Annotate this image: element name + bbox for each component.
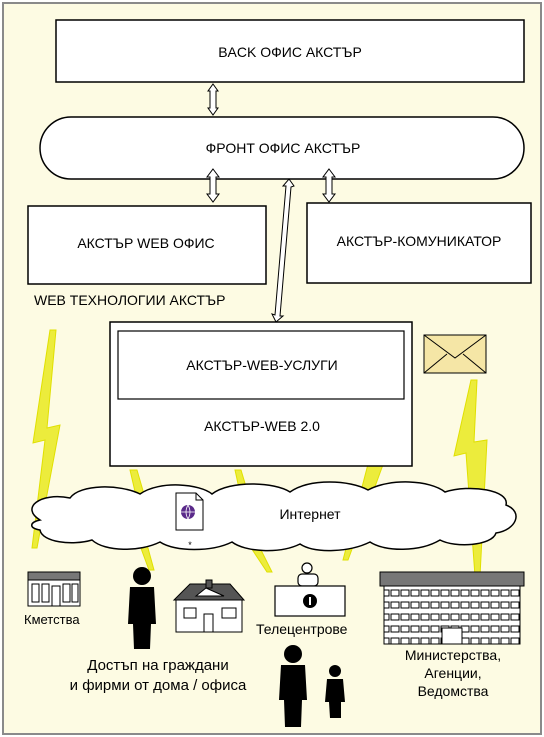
town-hall-icon xyxy=(27,571,81,607)
internet-label: Интернет xyxy=(279,506,341,522)
person-icon xyxy=(325,665,345,718)
web-services-box xyxy=(117,330,405,400)
communicator-box xyxy=(306,202,532,284)
arrow-front-weboffice xyxy=(206,168,220,203)
citizens-line1: Достъп на граждани xyxy=(87,657,228,674)
mayoralties-label: Кметства xyxy=(24,612,80,627)
citizens-line2: и фирми от дома / офиса xyxy=(70,677,247,694)
web-services-label: АКСТЪР-WEB-УСЛУГИ xyxy=(186,357,337,373)
front-office-label: ФРОНТ ОФИС АКСТЪР xyxy=(206,140,361,156)
ministries-line1: Министерства, xyxy=(405,647,501,663)
telecenters-label: Телецентрове xyxy=(256,621,348,637)
ministries-line3: Ведомства xyxy=(418,683,489,699)
person-icon xyxy=(128,567,156,649)
web-office-box xyxy=(27,205,267,285)
arrow-front-communicator xyxy=(322,168,336,203)
lightning-bolt-mayoralties xyxy=(31,329,61,549)
envelope-icon xyxy=(423,334,487,374)
document-globe-icon: * xyxy=(175,492,204,550)
back-office-label: BACK ОФИС АКСТЪР xyxy=(218,44,362,60)
back-office-box xyxy=(55,19,525,83)
web20-label: АКСТЪР-WEB 2.0 xyxy=(204,418,320,434)
web-technologies-label: WEB ТЕХНОЛОГИИ АКСТЪР xyxy=(34,292,225,308)
telecenter-icon xyxy=(274,562,346,617)
house-icon xyxy=(172,579,246,633)
internet-cloud xyxy=(31,481,517,552)
front-office-box xyxy=(39,116,525,180)
svg-text:*: * xyxy=(188,540,192,550)
ministry-building-icon xyxy=(379,571,525,645)
person-icon xyxy=(279,645,307,727)
arrow-back-front xyxy=(207,83,219,116)
web-office-label: АКСТЪР WEB ОФИС xyxy=(77,235,214,251)
ministries-line2: Агенции, xyxy=(424,665,481,681)
communicator-label: АКСТЪР-КОМУНИКАТОР xyxy=(337,233,502,249)
